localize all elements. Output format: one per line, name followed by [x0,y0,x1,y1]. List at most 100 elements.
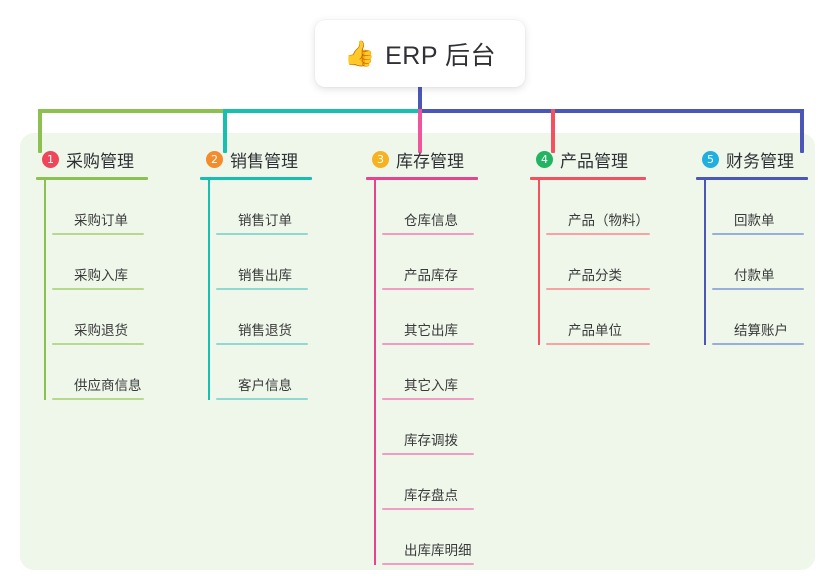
branch-item[interactable]: 出库库明细 [374,510,478,565]
branch-item[interactable]: 仓库信息 [374,180,478,235]
branch-item[interactable]: 客户信息 [208,345,312,400]
branch-item[interactable]: 产品分类 [538,235,650,290]
branch-item-label: 出库库明细 [404,543,472,558]
branch-column-2: 2 销售管理销售订单销售出库销售退货客户信息 [200,146,312,400]
branch-item-rule [712,343,804,345]
branch-header-2[interactable]: 2 销售管理 [200,146,312,172]
branch-column-4: 4 产品管理产品（物料） 产品分类产品单位 [530,146,650,345]
branch-item-label: 结算账户 [734,323,788,338]
connector-bar-segment-1 [38,109,223,113]
branch-item-label: 采购退货 [74,323,128,338]
branch-item[interactable]: 其它入库 [374,345,478,400]
branch-item[interactable]: 供应商信息 [44,345,148,400]
branch-item-rule [52,233,144,235]
branch-item-list: 销售订单销售出库销售退货客户信息 [200,180,312,400]
branch-item-label: 产品分类 [568,268,622,283]
branch-item[interactable]: 付款单 [704,235,808,290]
branch-item-rule [216,398,308,400]
branch-spine [374,180,376,565]
branch-item-label: 销售出库 [238,268,292,283]
branch-item-label: 客户信息 [238,378,292,393]
branch-header-rule [530,177,646,180]
branch-item[interactable]: 库存盘点 [374,455,478,510]
branch-column-1: 1 采购管理采购订单采购入库采购退货供应商信息 [36,146,148,400]
branch-title: 销售管理 [230,151,298,171]
branch-item-label: 采购订单 [74,213,128,228]
branch-item[interactable]: 产品（物料） [538,180,650,235]
branch-item-label: 产品（物料） [568,213,649,228]
branch-item-label: 付款单 [734,268,775,283]
branch-item-label: 回款单 [734,213,775,228]
branch-header-4[interactable]: 4 产品管理 [530,146,649,172]
root-stem-connector [418,87,422,111]
branch-item-label: 其它出库 [404,323,458,338]
branch-item-rule [382,288,474,290]
branch-item-rule [382,508,474,510]
branch-item-rule [546,343,650,345]
branch-item-rule [52,343,144,345]
branch-header-1[interactable]: 1 采购管理 [36,146,148,172]
branch-header-rule [200,177,312,180]
branch-number-badge: 2 [206,150,223,168]
branch-item-rule [216,343,308,345]
branch-title: 产品管理 [560,151,628,171]
branch-drop-1 [38,109,42,153]
branch-item-label: 库存盘点 [404,488,458,503]
diagram-panel [20,133,815,570]
branch-spine [704,180,706,345]
root-node[interactable]: 👍 ERP 后台 [315,20,525,87]
branch-item-rule [382,453,474,455]
branch-item-rule [712,233,804,235]
branch-item[interactable]: 销售订单 [208,180,312,235]
branch-item-label: 产品库存 [404,268,458,283]
branch-item-rule [382,563,474,565]
branch-drop-2 [223,109,227,153]
branch-title: 采购管理 [66,151,134,171]
branch-number-badge: 5 [702,150,719,168]
branch-item-label: 库存调拨 [404,433,458,448]
branch-item-rule [52,398,144,400]
branch-item-list: 回款单付款单结算账户 [696,180,808,345]
branch-drop-3 [418,109,422,153]
branch-item[interactable]: 采购订单 [44,180,148,235]
branch-item-list: 仓库信息产品库存其它出库其它入库库存调拨库存盘点出库库明细 [366,180,478,565]
branch-item-rule [382,233,474,235]
branch-item-rule [546,233,650,235]
root-node-title: ERP 后台 [385,41,497,70]
branch-number-badge: 4 [536,150,553,168]
branch-item[interactable]: 库存调拨 [374,400,478,455]
branch-drop-4 [551,109,555,153]
branch-header-rule [36,177,148,180]
branch-item-rule [382,343,474,345]
branch-item[interactable]: 采购退货 [44,290,148,345]
branch-item[interactable]: 产品库存 [374,235,478,290]
branch-header-rule [366,177,478,180]
branch-item-label: 销售订单 [238,213,292,228]
branch-item[interactable]: 结算账户 [704,290,808,345]
branch-item[interactable]: 销售出库 [208,235,312,290]
branch-item-rule [216,233,308,235]
branch-item[interactable]: 产品单位 [538,290,650,345]
branch-item[interactable]: 销售退货 [208,290,312,345]
branch-item-rule [546,288,650,290]
branch-header-rule [696,177,808,180]
branch-item-label: 其它入库 [404,378,458,393]
branch-item-rule [712,288,804,290]
branch-number-badge: 3 [372,150,389,168]
branch-item-label: 采购入库 [74,268,128,283]
branch-item-rule [52,288,144,290]
branch-item-label: 产品单位 [568,323,622,338]
branch-item[interactable]: 其它出库 [374,290,478,345]
branch-item-label: 销售退货 [238,323,292,338]
branch-item[interactable]: 回款单 [704,180,808,235]
branch-item[interactable]: 采购入库 [44,235,148,290]
branch-spine [208,180,210,400]
branch-number-badge: 1 [42,150,59,168]
branch-item-list: 采购订单采购入库采购退货供应商信息 [36,180,148,400]
branch-item-label: 仓库信息 [404,213,458,228]
